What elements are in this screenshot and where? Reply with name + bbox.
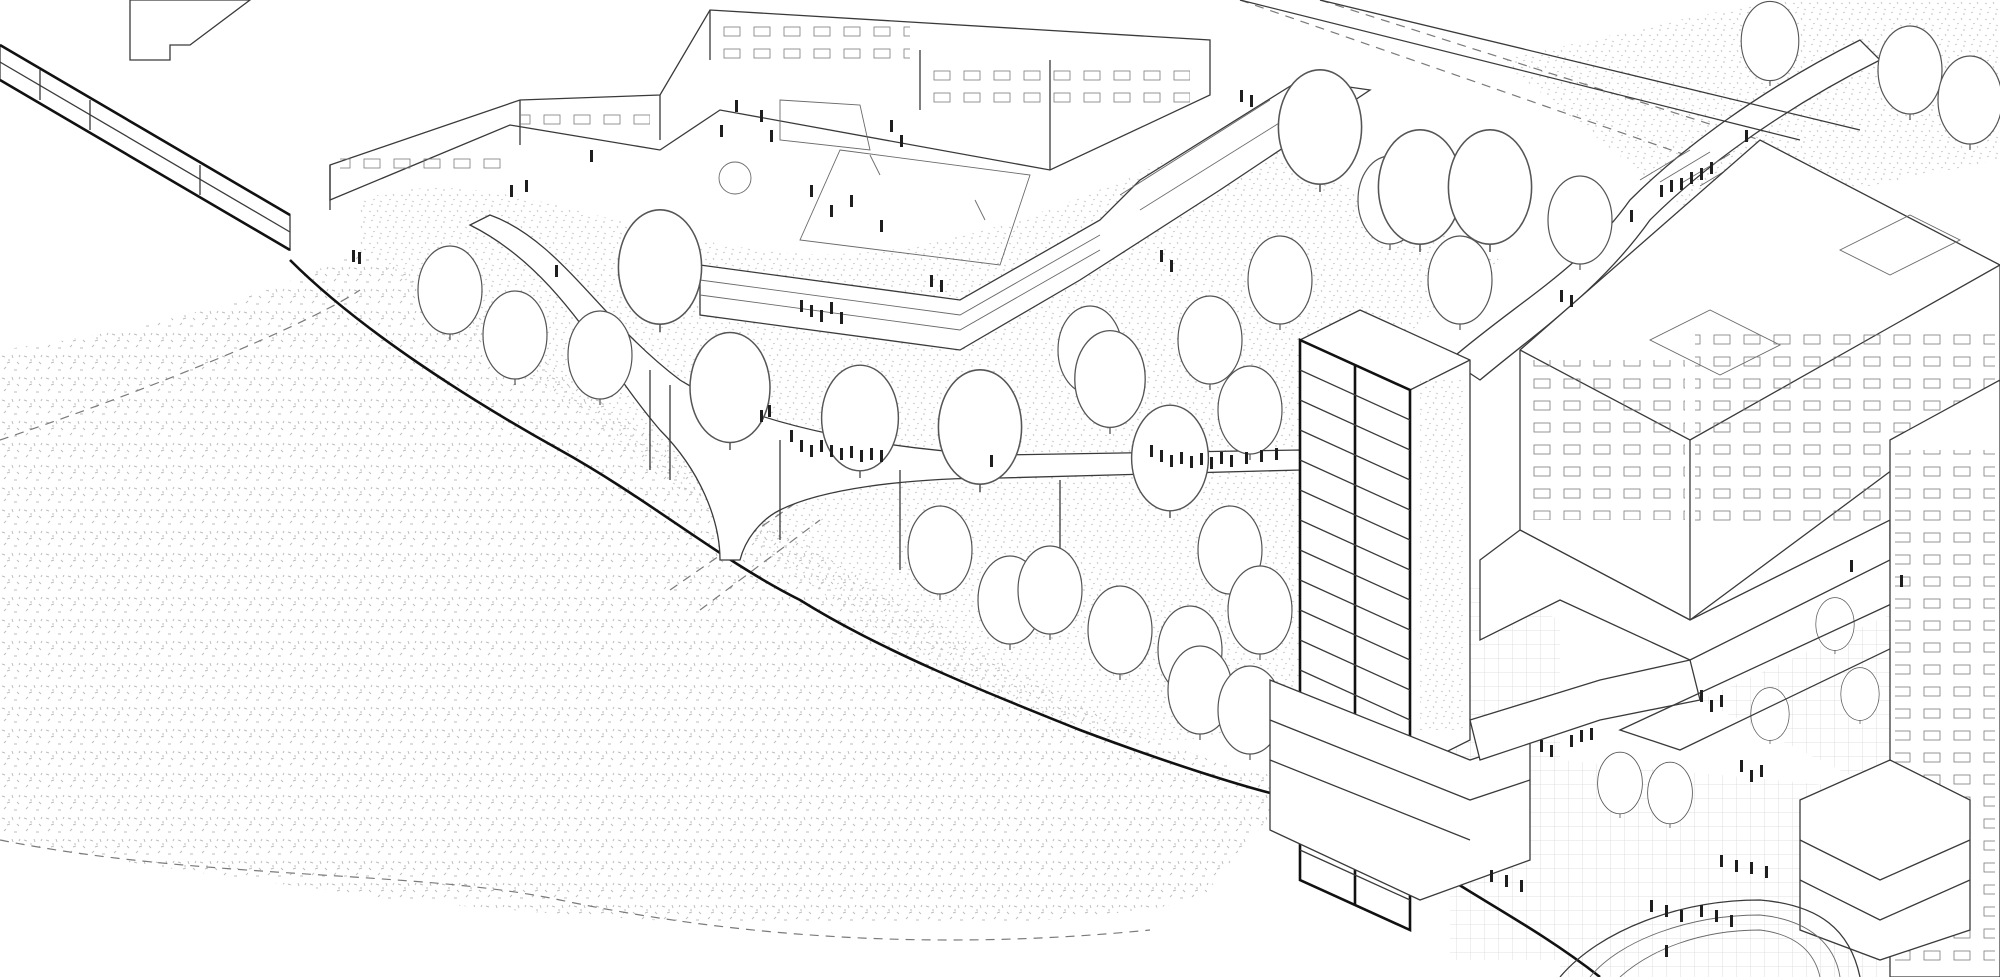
- amphitheatre-steps: [1559, 899, 1861, 977]
- left-bridge-building: [0, 43, 291, 252]
- residential-tower: [1269, 309, 1531, 933]
- sports-field: [718, 99, 1031, 266]
- terraced-steps: [699, 79, 1372, 351]
- street-crossing: [1239, 0, 1861, 189]
- school-building: [129, 0, 1211, 210]
- people-figures: [352, 90, 1903, 957]
- site-boundaries: [0, 0, 1761, 941]
- slab-block: [1799, 379, 2000, 977]
